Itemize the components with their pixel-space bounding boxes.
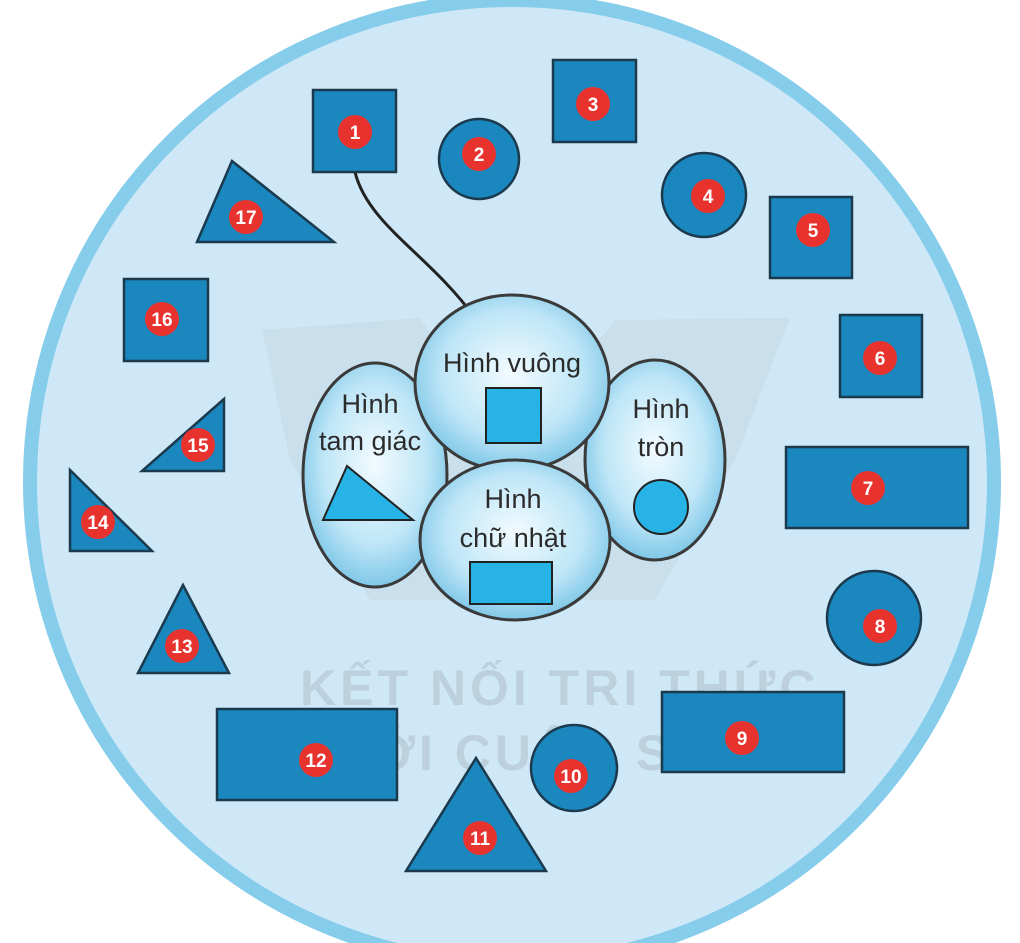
category-petals (301, 293, 727, 622)
shape-11-triangle[interactable] (403, 755, 549, 873)
petal-circle (583, 358, 727, 562)
badge-12-label: 12 (305, 751, 326, 772)
badge-12: 12 (299, 743, 333, 777)
petal-triangle (301, 361, 449, 589)
badge-7-label: 7 (863, 479, 874, 500)
badge-5: 5 (796, 213, 830, 247)
badge-14: 14 (81, 505, 115, 539)
shape-13-triangle[interactable] (135, 582, 232, 675)
badge-16-label: 16 (151, 310, 172, 331)
shapes-layer (68, 58, 970, 873)
badge-10-label: 10 (560, 767, 581, 788)
shape-3-square[interactable] (551, 58, 638, 144)
badge-16: 16 (145, 302, 179, 336)
label-rectangle-line2: chữ nhật (460, 523, 567, 553)
label-rectangle-line1: Hình (484, 484, 541, 514)
badge-11: 11 (463, 821, 497, 855)
triangle-icon (321, 464, 416, 521)
badge-4: 4 (691, 179, 725, 213)
badge-17-label: 17 (235, 208, 256, 229)
badge-6-label: 6 (875, 349, 886, 370)
badge-13-label: 13 (171, 637, 192, 658)
badge-3: 3 (576, 87, 610, 121)
badge-1: 1 (338, 115, 372, 149)
circle-icon (633, 479, 689, 535)
badge-13: 13 (165, 629, 199, 663)
badge-11-label: 11 (470, 829, 491, 850)
badge-17: 17 (229, 200, 263, 234)
badge-6: 6 (863, 341, 897, 375)
badge-10: 10 (554, 759, 588, 793)
badge-14-label: 14 (87, 513, 109, 534)
label-circle-line1: Hình (632, 394, 689, 424)
label-circle-line2: tròn (638, 432, 685, 462)
number-badges: 1 2 3 4 5 6 7 8 9 10 11 12 13 14 15 16 1… (81, 87, 897, 855)
square-icon (485, 387, 542, 444)
label-triangle-line2: tam giác (319, 426, 421, 456)
connector-line (353, 171, 477, 319)
label-triangle-line1: Hình (341, 389, 398, 419)
badge-9: 9 (725, 721, 759, 755)
petal-rectangle (418, 458, 612, 622)
rectangle-icon (469, 561, 553, 605)
badge-8-label: 8 (875, 617, 886, 638)
badge-9-label: 9 (737, 729, 748, 750)
badge-1-label: 1 (350, 123, 361, 144)
petal-square (413, 293, 611, 473)
badge-15-label: 15 (187, 436, 209, 457)
badge-4-label: 4 (703, 187, 714, 208)
badge-2-label: 2 (474, 145, 485, 166)
badge-3-label: 3 (588, 95, 599, 116)
badge-2: 2 (462, 137, 496, 171)
badge-7: 7 (851, 471, 885, 505)
badge-8: 8 (863, 609, 897, 643)
label-square: Hình vuông (443, 348, 581, 378)
badge-5-label: 5 (808, 221, 819, 242)
badge-15: 15 (181, 428, 215, 462)
